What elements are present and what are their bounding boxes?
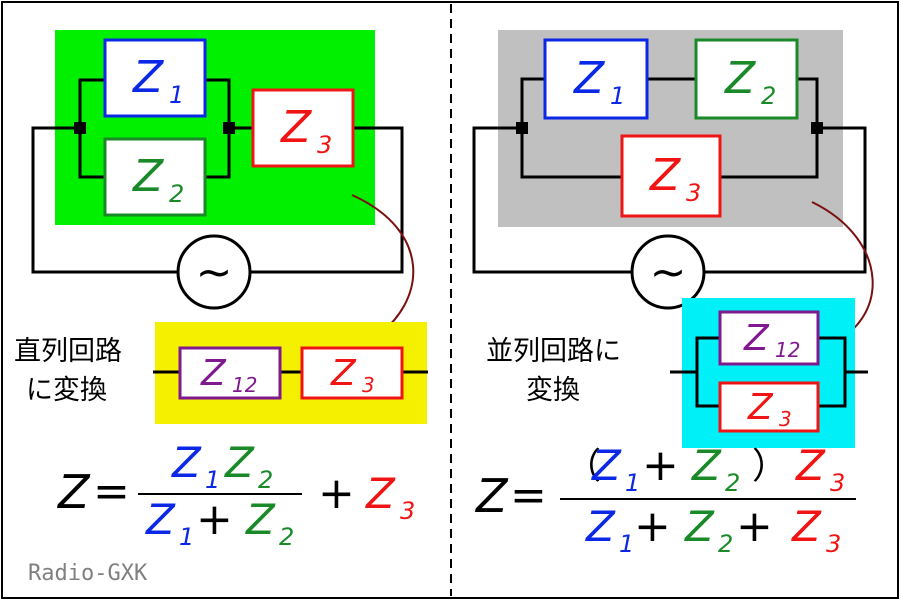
right-z3-label: Z xyxy=(649,150,681,201)
right-label-line2: 変換 xyxy=(526,375,580,406)
left-z2-sub: 2 xyxy=(169,180,184,208)
left-eq-z12-sub: 12 xyxy=(232,373,257,397)
right-equivalent-wires xyxy=(670,336,868,408)
left-z2-box: Z 2 xyxy=(103,137,207,217)
left-wires xyxy=(31,78,404,274)
left-den-plus: + xyxy=(196,494,233,545)
right-num-z2-sub: 2 xyxy=(725,469,740,497)
left-z1-box: Z 1 xyxy=(103,38,207,118)
right-num-z1-sub: 1 xyxy=(625,469,640,497)
right-z2-box: Z 2 xyxy=(694,38,799,120)
right-eq-z3-box: Z 3 xyxy=(718,381,820,433)
right-num-plus: + xyxy=(642,440,679,491)
right-z3-box: Z 3 xyxy=(620,134,722,218)
right-ac-symbol: ~ xyxy=(650,247,687,298)
right-z1-sub: 1 xyxy=(610,82,625,110)
left-num-z1: Z xyxy=(171,438,202,487)
right-num-z2: Z xyxy=(691,441,722,490)
left-eq-z3-sub: 3 xyxy=(362,373,375,397)
left-eq-z12-box: Z 12 xyxy=(178,346,282,400)
right-num-z3: Z xyxy=(795,441,826,490)
left-z3-sub: 3 xyxy=(317,131,332,159)
right-node-1 xyxy=(516,122,528,134)
left-den-z2: Z xyxy=(245,495,276,544)
left-node-1 xyxy=(74,122,86,134)
left-formula-z3-sub: 3 xyxy=(400,497,415,525)
left-label-line1: 直列回路 xyxy=(14,336,122,367)
right-den-z1: Z xyxy=(585,502,616,551)
right-z1-box: Z 1 xyxy=(543,38,649,120)
right-den-z3-sub: 3 xyxy=(826,530,841,558)
left-formula-z3: Z xyxy=(365,469,396,518)
left-z3-box: Z 3 xyxy=(251,88,355,168)
right-num-z1: Z xyxy=(591,441,622,490)
left-num-z1-sub: 1 xyxy=(205,466,220,494)
right-eq-z3-label: Z xyxy=(747,387,774,428)
left-z1-label: Z xyxy=(132,52,164,103)
left-z3-label: Z xyxy=(280,102,312,153)
left-formula-lhs: Z xyxy=(56,465,91,519)
right-eq-z12-sub: 12 xyxy=(775,338,800,362)
right-num-close-paren: ） xyxy=(752,446,788,487)
right-den-z2-sub: 2 xyxy=(718,530,733,558)
right-panel: Z 1 Z 2 Z 3 ~ 並列回路に 変換 Z xyxy=(472,30,874,558)
left-formula-plus: + xyxy=(318,468,355,519)
right-node-2 xyxy=(811,122,823,134)
right-num-z3-sub: 3 xyxy=(830,469,845,497)
right-num-open-paren: （ xyxy=(565,446,601,487)
right-z2-sub: 2 xyxy=(761,82,776,110)
right-formula: Z = （ Z 1 + Z 2 ） Z 3 Z 1 + Z 2 + Z 3 xyxy=(474,440,856,558)
right-z3-sub: 3 xyxy=(686,179,701,207)
right-den-plus-2: + xyxy=(736,501,773,552)
right-den-plus-1: + xyxy=(634,501,671,552)
left-eq-z3-label: Z xyxy=(330,353,357,394)
left-z1-sub: 1 xyxy=(169,81,184,109)
left-formula: Z = Z 1 Z 2 Z 1 + Z 2 + Z 3 xyxy=(56,438,415,551)
right-den-z1-sub: 1 xyxy=(619,530,634,558)
watermark: Radio-GXK xyxy=(28,561,148,586)
right-den-z2: Z xyxy=(684,502,715,551)
right-den-z3: Z xyxy=(791,502,822,551)
left-label-line2: に変換 xyxy=(26,375,107,406)
right-label-line1: 並列回路に xyxy=(486,336,621,367)
left-den-z1: Z xyxy=(145,495,176,544)
left-ac-source: ~ xyxy=(176,234,252,310)
left-num-z2-sub: 2 xyxy=(258,466,273,494)
right-z1-label: Z xyxy=(573,53,605,104)
left-eq-z3-box: Z 3 xyxy=(300,346,404,400)
right-formula-lhs: Z xyxy=(474,469,509,523)
left-z2-label: Z xyxy=(132,151,164,202)
left-eq-z12-label: Z xyxy=(200,353,227,394)
right-eq-z3-sub: 3 xyxy=(779,407,792,431)
right-eq-z12-box: Z 12 xyxy=(718,310,820,366)
left-formula-equals: = xyxy=(93,466,130,517)
left-node-2 xyxy=(223,122,235,134)
left-den-z1-sub: 1 xyxy=(179,523,194,551)
left-panel: Z 1 Z 2 Z 3 ~ 直列回路 に変換 Z 12 xyxy=(14,30,428,586)
right-formula-equals: = xyxy=(510,470,547,521)
right-ac-source: ~ xyxy=(630,234,706,310)
left-num-z2: Z xyxy=(224,438,255,487)
left-ac-symbol: ~ xyxy=(196,247,233,298)
right-z2-label: Z xyxy=(724,53,756,104)
left-den-z2-sub: 2 xyxy=(279,523,294,551)
right-eq-z12-label: Z xyxy=(743,318,770,359)
